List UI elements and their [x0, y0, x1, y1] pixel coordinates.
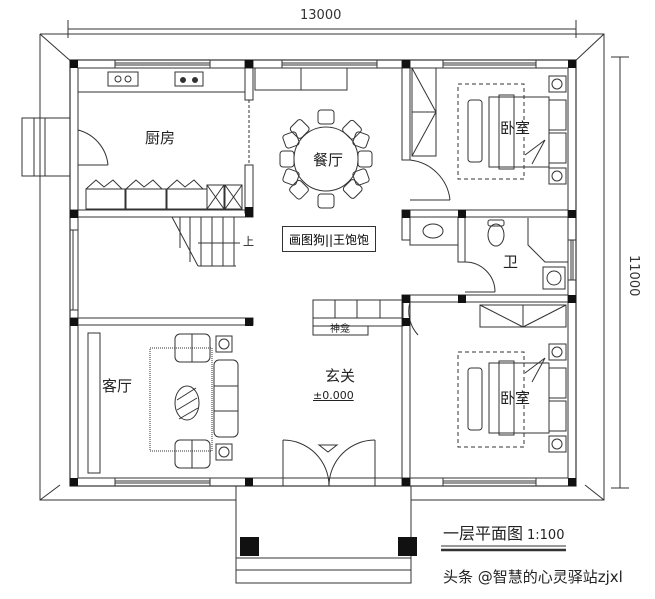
shrine-label: 神龛 [330, 324, 350, 335]
room-label-entry: 玄关 [325, 367, 356, 385]
room-label-bathroom: 卫 [503, 253, 519, 271]
watermark: 头条 @智慧的心灵驿站zjxl [443, 568, 623, 586]
structural-columns [70, 60, 576, 556]
washbasin [422, 223, 444, 239]
staircase [171, 216, 240, 267]
depth-dimension: 11000 [626, 255, 641, 297]
coffee-table [174, 385, 200, 421]
width-dimension: 13000 [300, 8, 342, 23]
designer-tag: 画图狗||王饱饱 [282, 226, 376, 252]
eave-outline [40, 33, 605, 501]
elevation-marker: ±0.000 [313, 389, 354, 402]
toilet [487, 223, 505, 247]
room-label-living: 客厅 [102, 377, 133, 395]
room-label-kitchen: 厨房 [145, 129, 176, 147]
room-label-dining: 餐厅 [313, 151, 344, 169]
stair-up-label: 上 [243, 235, 254, 248]
porch [235, 485, 412, 584]
drawing-scale: 1:100 [527, 528, 565, 543]
dining-chairs [279, 109, 373, 209]
room-label-bedroom-north: 卧室 [500, 119, 531, 137]
drawing-title: 一层平面图 [443, 524, 524, 543]
room-label-bedroom-south: 卧室 [500, 389, 531, 407]
